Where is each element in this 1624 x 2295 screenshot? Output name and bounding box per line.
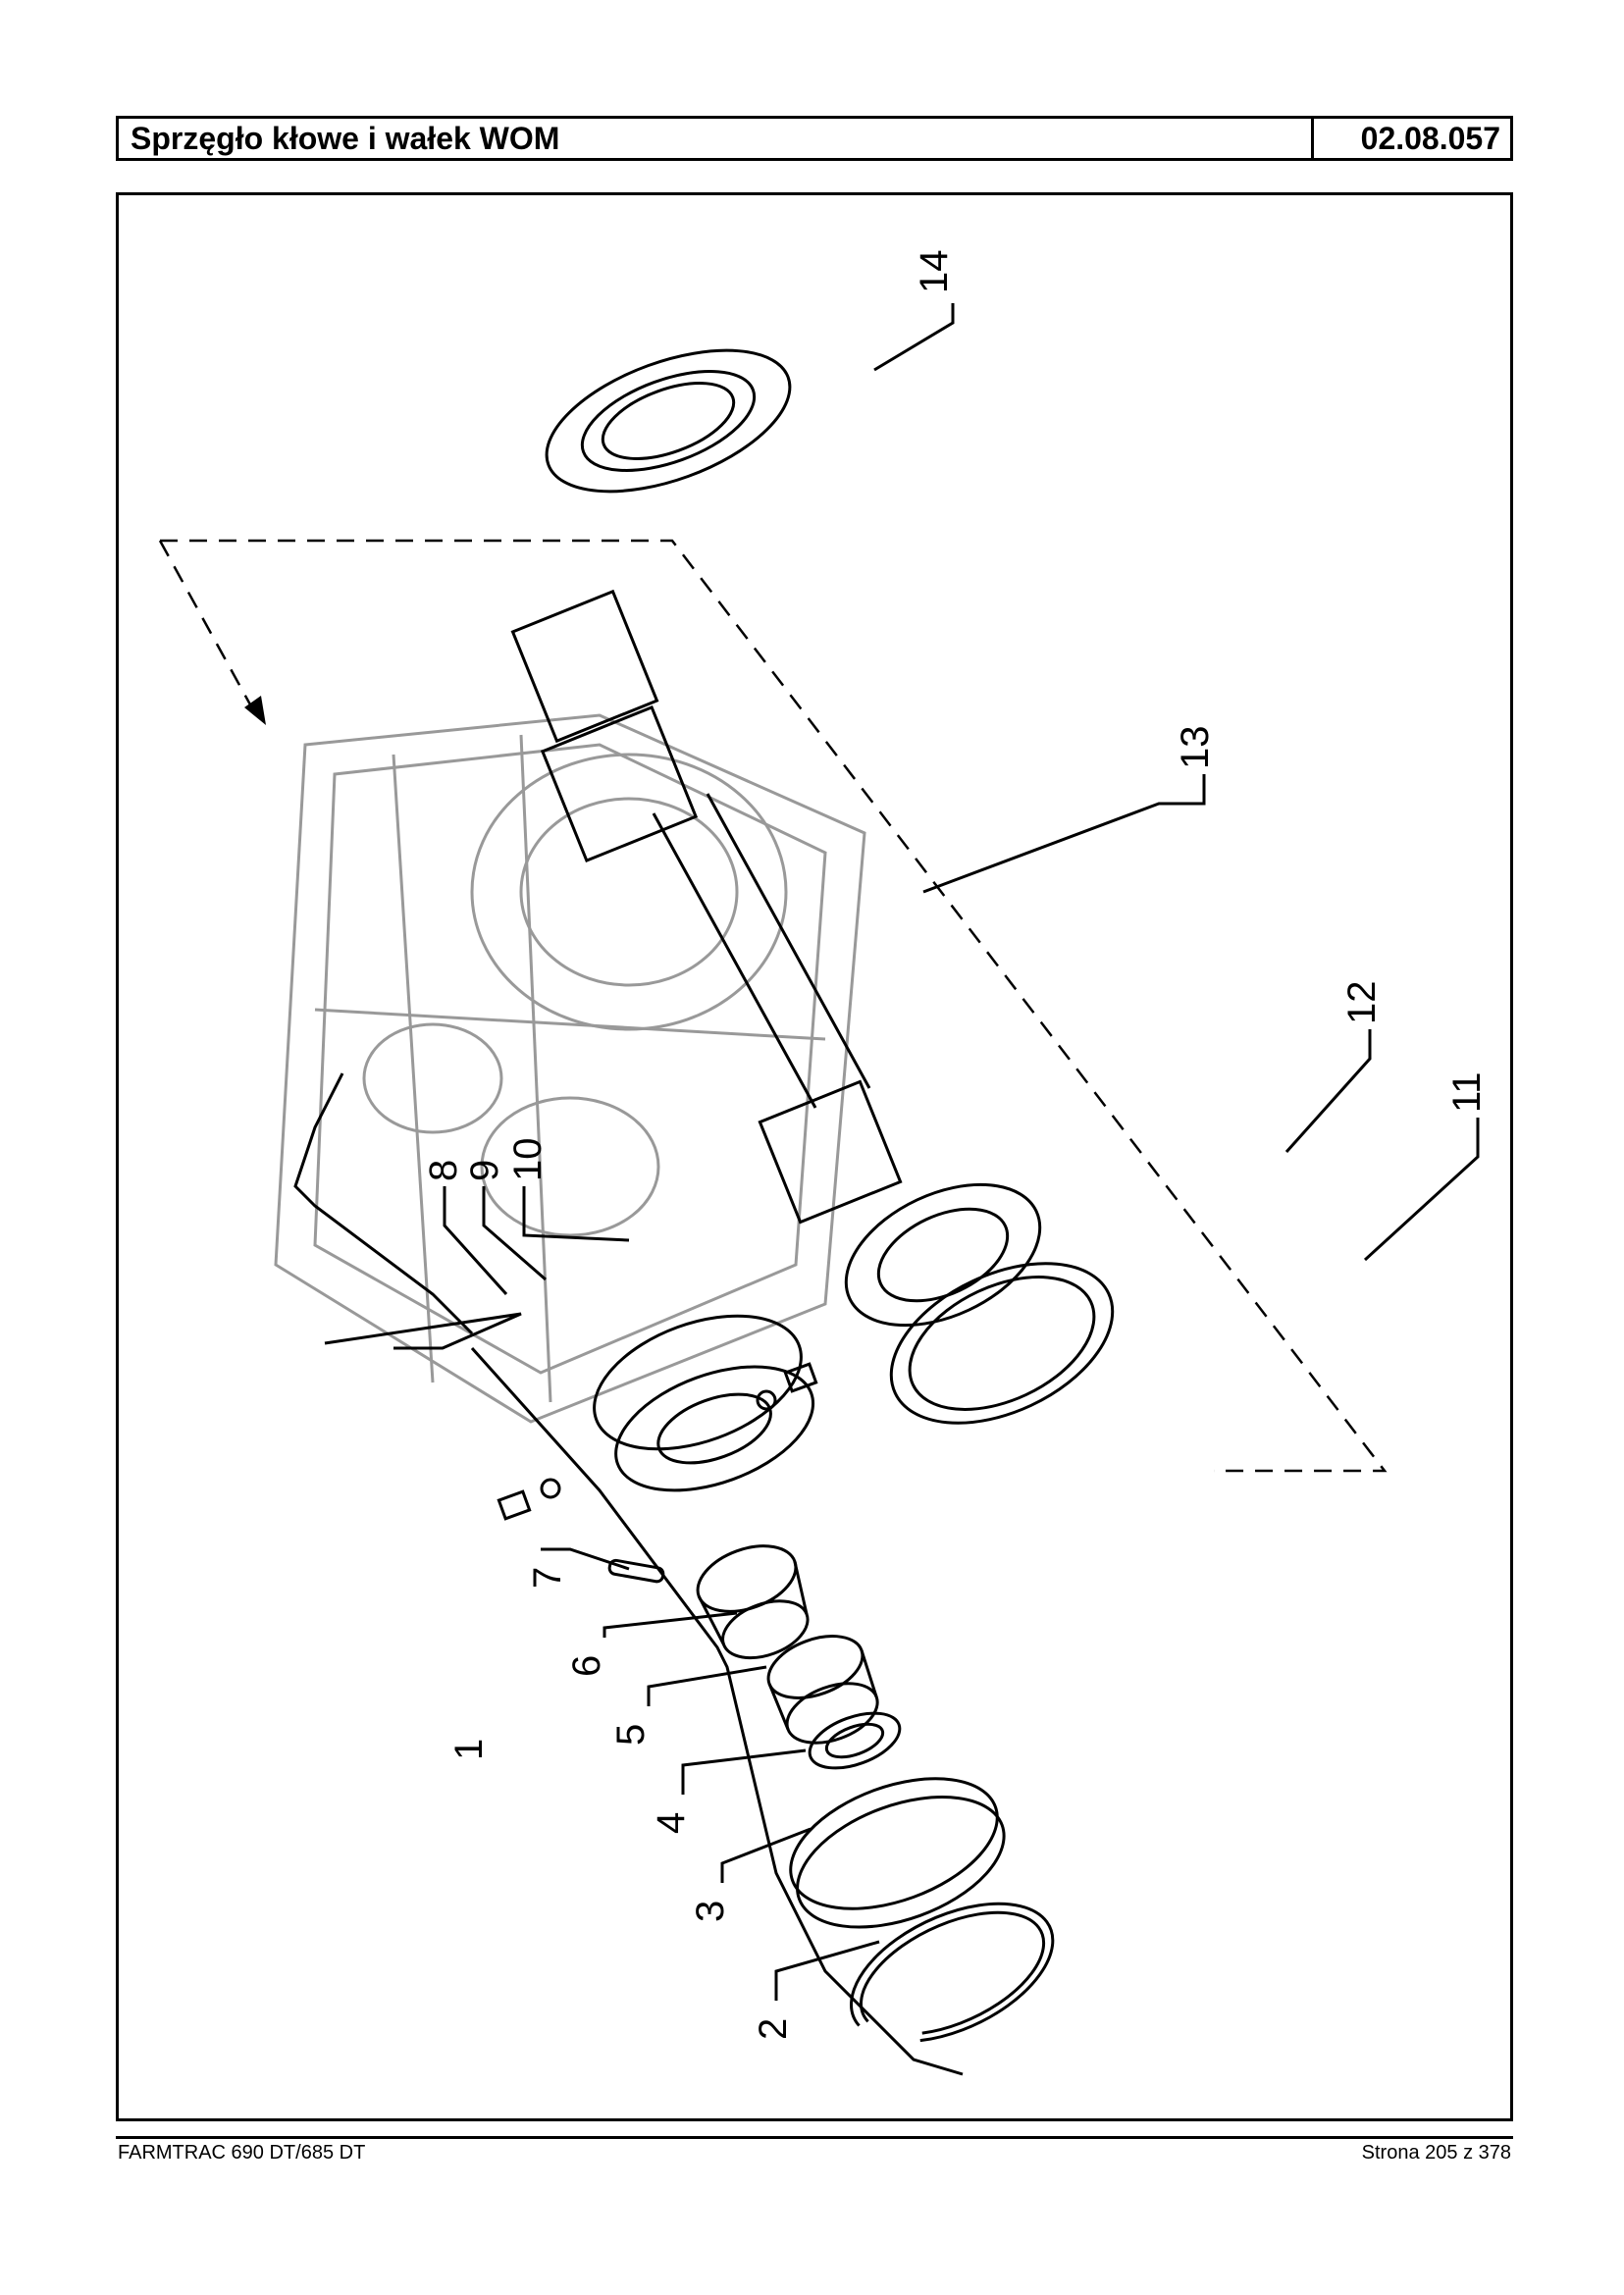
- callout-10: 10: [506, 1138, 550, 1182]
- exploded-view-diagram: 14 13 12 11 10 9 8 7 6 5 4 3 2 1: [158, 250, 1489, 2076]
- leader-4: [681, 1748, 807, 1795]
- leader-3: [720, 1827, 812, 1883]
- hub-6: [696, 1544, 810, 1660]
- callout-7: 7: [526, 1567, 569, 1589]
- spring-8b: [783, 1362, 818, 1393]
- leader-13: [922, 774, 1206, 894]
- housing-arrow-line: [158, 540, 258, 716]
- page-header: Sprzęgło kłowe i wałek WOM 02.08.057: [116, 116, 1513, 161]
- washer-4: [808, 1711, 902, 1770]
- gearbox-housing: [274, 713, 866, 1424]
- callout-1: 1: [447, 1739, 491, 1760]
- leader-1-lower: [470, 1346, 964, 2076]
- footer-model: FARMTRAC 690 DT/685 DT: [118, 2142, 366, 2164]
- leader-8: [443, 1186, 508, 1296]
- pto-shaft-13: [510, 589, 903, 1225]
- housing-arrow-head: [244, 696, 266, 725]
- ball-9b: [756, 1389, 777, 1411]
- callout-14: 14: [913, 250, 956, 294]
- bearing-14: [545, 348, 792, 494]
- callout-5: 5: [609, 1724, 653, 1746]
- callout-6: 6: [565, 1655, 608, 1677]
- leader-11: [1363, 1118, 1480, 1262]
- callout-11: 11: [1445, 1071, 1489, 1113]
- callout-3: 3: [689, 1901, 732, 1922]
- ball-9: [540, 1478, 561, 1499]
- circlip-2: [850, 1902, 1055, 2043]
- page-title: Sprzęgło kłowe i wałek WOM: [119, 119, 1314, 158]
- footer-page-number: Strona 205 z 378: [1361, 2142, 1511, 2164]
- section-code: 02.08.057: [1360, 121, 1500, 156]
- bearing-12: [844, 1182, 1042, 1328]
- leader-14: [873, 303, 955, 372]
- sleeve-3: [789, 1777, 1006, 1929]
- leader-1-upper: [293, 1072, 474, 1335]
- leader-7: [541, 1547, 630, 1571]
- leader-10: [522, 1186, 630, 1242]
- callout-8: 8: [422, 1160, 465, 1181]
- leader-6: [602, 1611, 738, 1638]
- leader-2: [774, 1940, 880, 2001]
- footer-rule: [116, 2136, 1513, 2139]
- leader-12: [1284, 1029, 1372, 1154]
- leader-5: [647, 1665, 767, 1706]
- callout-13: 13: [1174, 726, 1217, 770]
- leader-1-bracket: [324, 1312, 522, 1350]
- assembly-axis-dashed-line: [160, 539, 1388, 1473]
- spring-8: [497, 1489, 532, 1521]
- callout-2: 2: [752, 2018, 795, 2040]
- gear-5: [766, 1635, 879, 1745]
- callout-4: 4: [650, 1812, 693, 1834]
- leader-9: [482, 1186, 547, 1281]
- callout-12: 12: [1340, 981, 1384, 1025]
- ring-11: [889, 1262, 1115, 1425]
- exploded-view-frame: 14 13 12 11 10 9 8 7 6 5 4 3 2 1: [116, 192, 1513, 2121]
- dog-clutch-10: [593, 1314, 815, 1492]
- callout-9: 9: [463, 1160, 506, 1181]
